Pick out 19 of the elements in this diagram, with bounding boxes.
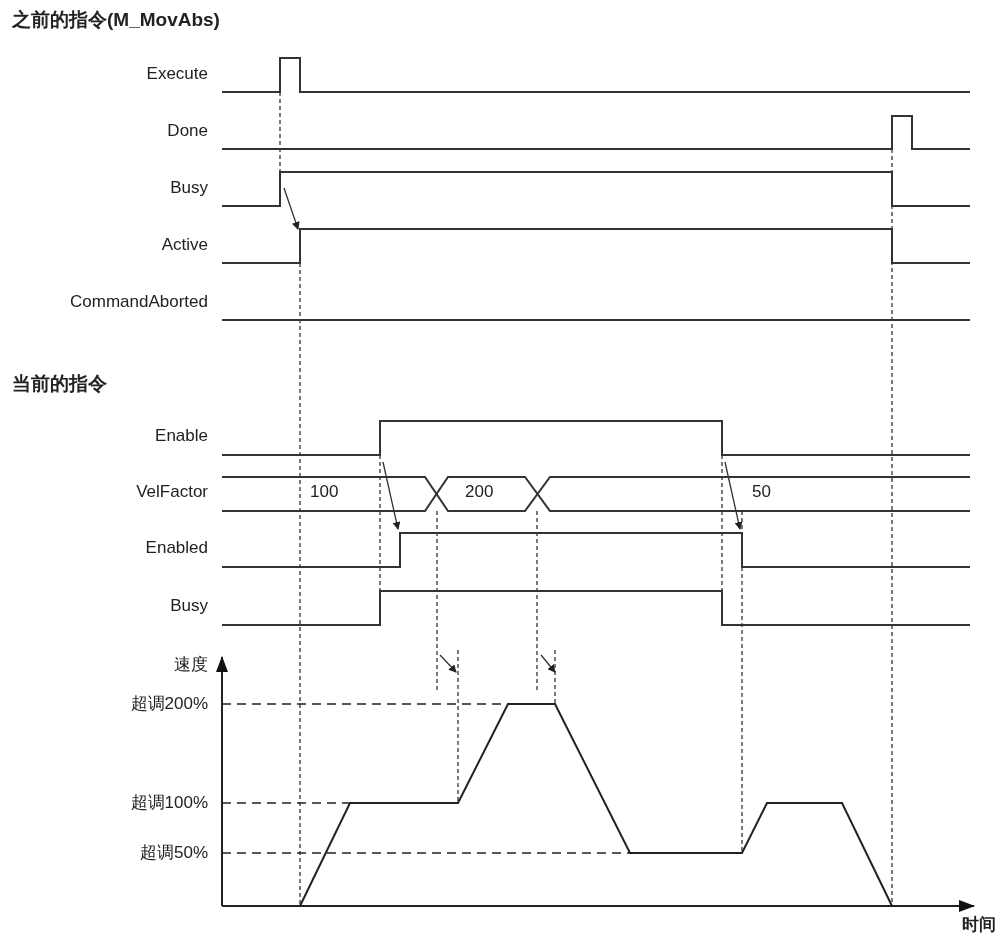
signal-label: Enable <box>155 426 208 446</box>
axis-label: 超调50% <box>139 843 208 863</box>
bus-value: 50 <box>752 482 771 502</box>
axis-label: 超调200% <box>130 694 208 714</box>
signal-label: Done <box>167 121 208 141</box>
axis-label: 时间 <box>962 915 996 935</box>
signal-label: Busy <box>170 596 208 616</box>
section-heading: 之前的指令(M_MovAbs) <box>12 10 220 30</box>
bus-value: 100 <box>310 482 339 502</box>
signal-label: Execute <box>146 64 208 84</box>
signal-label: CommandAborted <box>70 292 208 312</box>
signal-label: VelFactor <box>136 482 208 502</box>
section-heading: 当前的指令 <box>12 374 107 394</box>
signal-label: Enabled <box>145 538 208 558</box>
bus-value: 200 <box>465 482 494 502</box>
axis-label: 超调100% <box>130 793 208 813</box>
signal-label: Active <box>161 235 208 255</box>
signal-label: Busy <box>170 178 208 198</box>
axis-label: 速度 <box>174 655 208 675</box>
